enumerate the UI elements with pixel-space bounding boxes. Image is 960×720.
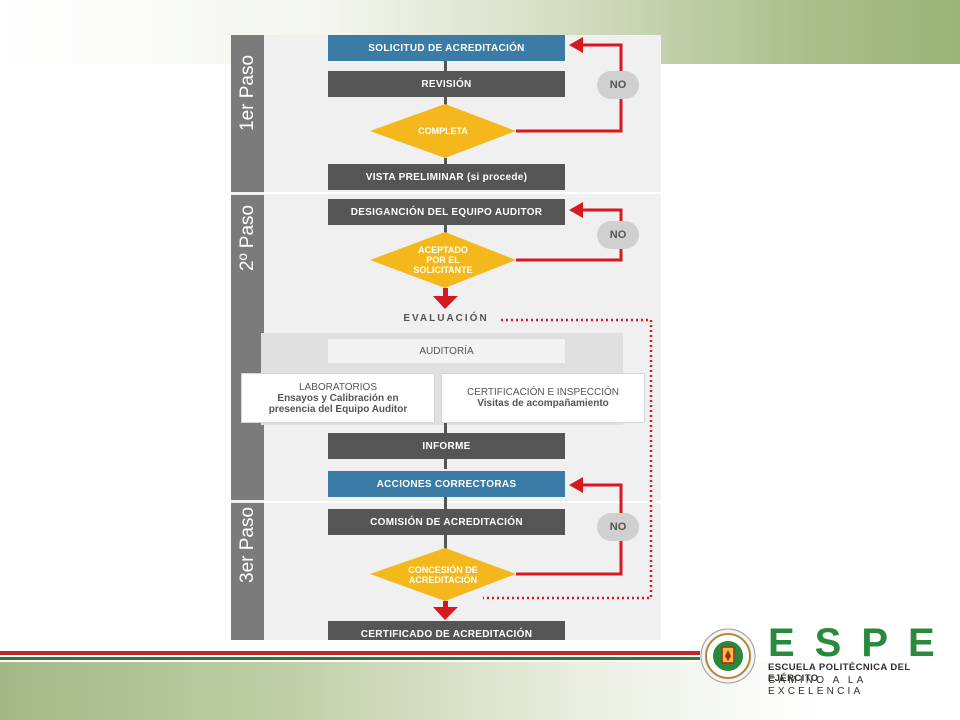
aceptado-diamond: [370, 232, 516, 288]
espe-tagline: CAMINO A LA EXCELENCIA: [768, 675, 867, 697]
bottom-decorative-band: [0, 662, 960, 720]
red-divider-line: [0, 651, 700, 655]
evaluacion-label: EVALUACIÓN: [403, 313, 489, 324]
espe-subtitle: ESCUELA POLITÉCNICA DEL EJÉRCITO: [768, 662, 911, 684]
step2-sidebar: 2º Paso: [231, 195, 264, 500]
concesion-line1: CONCESIÓN DE: [408, 564, 478, 575]
laboratorios-box: LABORATORIOS Ensayos y Calibración en pr…: [241, 373, 435, 423]
certificacion-box: CERTIFICACIÓN E INSPECCIÓN Visitas de ac…: [441, 373, 645, 423]
designacion-box: DESIGANCIÓN DEL EQUIPO AUDITOR: [328, 199, 565, 225]
no-badge: NO: [597, 71, 639, 99]
no-badge: NO: [597, 513, 639, 541]
step-separator: [264, 501, 661, 503]
certificado-box: CERTIFICADO DE ACREDITACIÓN: [328, 621, 565, 640]
concesion-diamond: [370, 548, 516, 601]
vista-preliminar-box: VISTA PRELIMINAR (si procede): [328, 164, 565, 190]
concesion-line2: ACREDITACIÓN: [408, 574, 478, 585]
aceptado-line3: SOLICITANTE: [413, 265, 473, 275]
laboratorios-line2: presencia del Equipo Auditor: [268, 403, 408, 415]
espe-title: ESPE: [768, 621, 955, 665]
revision-box: REVISIÓN: [328, 71, 565, 97]
accreditation-flowchart: 1er Paso 2º Paso 3er Paso AUDITORÍA LABO…: [231, 35, 661, 640]
certificacion-title: CERTIFICACIÓN E INSPECCIÓN: [466, 387, 620, 398]
aceptado-decision: ACEPTADO POR EL SOLICITANTE: [370, 232, 516, 288]
solicitud-box: SOLICITUD DE ACREDITACIÓN: [328, 35, 565, 61]
no-badge: NO: [597, 221, 639, 249]
completa-diamond: [370, 104, 516, 158]
laboratorios-title: LABORATORIOS: [299, 381, 377, 393]
completa-label: COMPLETA: [418, 126, 468, 136]
comision-box: COMISIÓN DE ACREDITACIÓN: [328, 509, 565, 535]
espe-seal-logo: [700, 628, 756, 684]
completa-decision: COMPLETA: [370, 104, 516, 158]
auditoria-box: AUDITORÍA: [328, 339, 565, 363]
laboratorios-line1: Ensayos y Calibración en: [277, 392, 399, 404]
concesion-decision: CONCESIÓN DE ACREDITACIÓN: [370, 548, 516, 601]
step3-sidebar: 3er Paso: [231, 503, 264, 640]
flow-connectors: [370, 37, 653, 620]
aceptado-line2: POR EL: [426, 255, 460, 265]
green-divider-line: [0, 657, 700, 660]
aceptado-line1: ACEPTADO: [418, 245, 468, 255]
informe-box: INFORME: [328, 433, 565, 459]
acciones-correctoras-box: ACCIONES CORRECTORAS: [328, 471, 565, 497]
certificacion-line1: Visitas de acompañamiento: [477, 398, 609, 409]
step-separator: [264, 192, 661, 194]
step1-sidebar: 1er Paso: [231, 35, 264, 192]
